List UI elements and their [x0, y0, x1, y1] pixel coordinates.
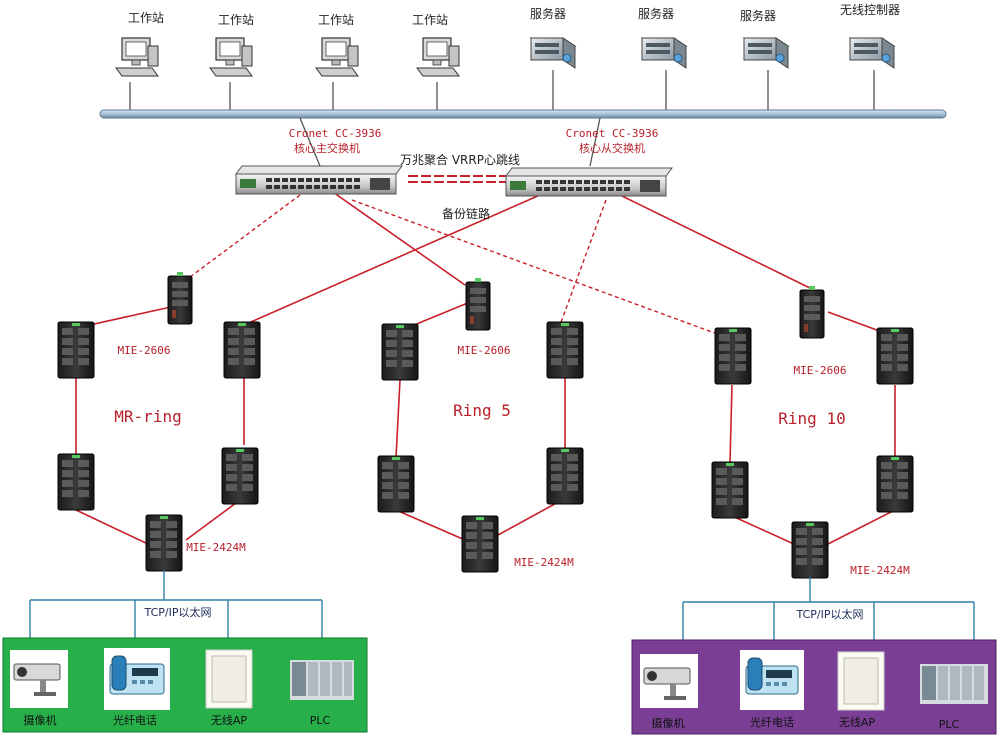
ring-labels: MIE-2606 MR-ring MIE-2424M MIE-2606 Ring… [114, 344, 910, 577]
link [75, 509, 151, 546]
ring-links [75, 189, 896, 546]
device-label: 工作站 [412, 13, 448, 27]
link [825, 509, 896, 546]
core-switches: Cronet CC-3936 核心主交换机 Cronet CC-3936 核心从… [235, 127, 673, 221]
uplink-main-ring5 [329, 189, 466, 286]
backup-link-label: 备份链路 [442, 206, 490, 221]
switch-icon [876, 327, 914, 385]
mie-2424m-label: MIE-2424M [850, 564, 910, 577]
core-main-switch-icon [235, 165, 403, 195]
device-label: 工作站 [218, 13, 254, 27]
switch-mie-2424m-icon [461, 515, 499, 573]
ethernet-label: TCP/IP以太网 [144, 606, 212, 619]
drop-line-core-main [299, 117, 321, 167]
core-backup-switch-icon [505, 167, 673, 197]
endpoint-label: PLC [310, 714, 331, 727]
endpoint-label: 摄像机 [652, 716, 685, 730]
wireless-ap-body [211, 655, 247, 703]
switch-icon [57, 453, 95, 511]
switch-mie-2424m-icon [145, 514, 183, 572]
backbone-bus [99, 109, 947, 119]
server-icon [641, 37, 687, 69]
link [185, 499, 241, 541]
link [497, 499, 563, 536]
endpoint-label: 光纤电话 [750, 715, 794, 729]
right-ethernet-lines [682, 577, 975, 642]
workstation-icon [315, 37, 359, 77]
wireless-ap-body [843, 657, 879, 705]
backup-link [351, 199, 721, 336]
ethernet-label: TCP/IP以太网 [796, 608, 864, 621]
switch-mie-2606-icon [167, 271, 193, 325]
backup-links [185, 194, 721, 336]
fiber-phone-icon [745, 657, 799, 695]
switch-icon [546, 447, 584, 505]
mie-2424m-label: MIE-2424M [186, 541, 246, 554]
workstation-icon [416, 37, 460, 77]
endpoint-label: 无线AP [839, 715, 876, 729]
fiber-phone-icon [109, 655, 165, 695]
camera-icon [643, 667, 691, 700]
ring-name: Ring 10 [778, 409, 845, 428]
link [729, 384, 733, 463]
endpoint-label: 无线AP [211, 713, 248, 727]
core-main-model: Cronet CC-3936 [289, 127, 382, 140]
switch-icon [711, 461, 749, 519]
switch-icon [876, 455, 914, 513]
workstation-icon [209, 37, 253, 77]
switch-icon [221, 447, 259, 505]
server-icon [743, 37, 789, 69]
device-label: 服务器 [530, 6, 566, 21]
left-ethernet-lines [29, 570, 323, 640]
mie-2606-label: MIE-2606 [794, 364, 847, 377]
link [395, 379, 401, 459]
uplink-backup-mrring [243, 194, 541, 326]
device-label: 无线控制器 [840, 3, 900, 17]
endpoint-label: PLC [939, 718, 960, 731]
left-endpoint-panel: 摄像机 光纤电话 无线AP PLC [2, 637, 368, 733]
right-endpoint-panel: 摄像机 光纤电话 无线AP PLC [631, 639, 997, 735]
device-label: 工作站 [318, 13, 354, 27]
switch-mie-2606-icon [799, 285, 825, 339]
endpoint-label: 摄像机 [24, 713, 57, 727]
mie-2606-label: MIE-2606 [458, 344, 511, 357]
device-label: 服务器 [638, 6, 674, 21]
plc-icon [292, 662, 352, 696]
switch-icon [57, 321, 95, 379]
ring-name: Ring 5 [453, 401, 511, 420]
server-icon [530, 37, 576, 69]
plc-icon [922, 666, 984, 700]
core-main-role: 核心主交换机 [294, 141, 360, 155]
mie-2424m-label: MIE-2424M [514, 556, 574, 569]
backup-link [559, 199, 607, 326]
device-label: 工作站 [128, 11, 164, 25]
device-label: 服务器 [740, 8, 776, 23]
switch-icon [223, 321, 261, 379]
top-devices: 工作站 工作站 工作站 工作站 服务器 服务器 服务器 无线控制器 [115, 3, 900, 77]
workstation-icon [115, 37, 159, 77]
switch-mie-2424m-icon [791, 521, 829, 579]
core-backup-model: Cronet CC-3936 [566, 127, 659, 140]
link [729, 514, 797, 546]
camera-icon [13, 663, 61, 696]
core-backup-role: 核心从交换机 [579, 141, 645, 155]
switch-icon [377, 455, 415, 513]
switch-icon [546, 321, 584, 379]
switch-icon [714, 327, 752, 385]
uplink-backup-ring10 [619, 194, 815, 291]
drop-line-core-backup [589, 117, 601, 167]
switch-mie-2606-icon [465, 277, 491, 331]
endpoint-label: 光纤电话 [113, 713, 157, 727]
ring-name: MR-ring [114, 407, 181, 426]
vrrp-link-label: 万兆聚合 VRRP心跳线 [400, 152, 520, 167]
mie-2606-label: MIE-2606 [118, 344, 171, 357]
vrrp-link [408, 175, 510, 183]
top-bus-group [99, 70, 947, 167]
link [395, 509, 466, 541]
backup-link [185, 194, 301, 281]
wireless-controller-icon [849, 37, 895, 69]
switch-icon [381, 323, 419, 381]
